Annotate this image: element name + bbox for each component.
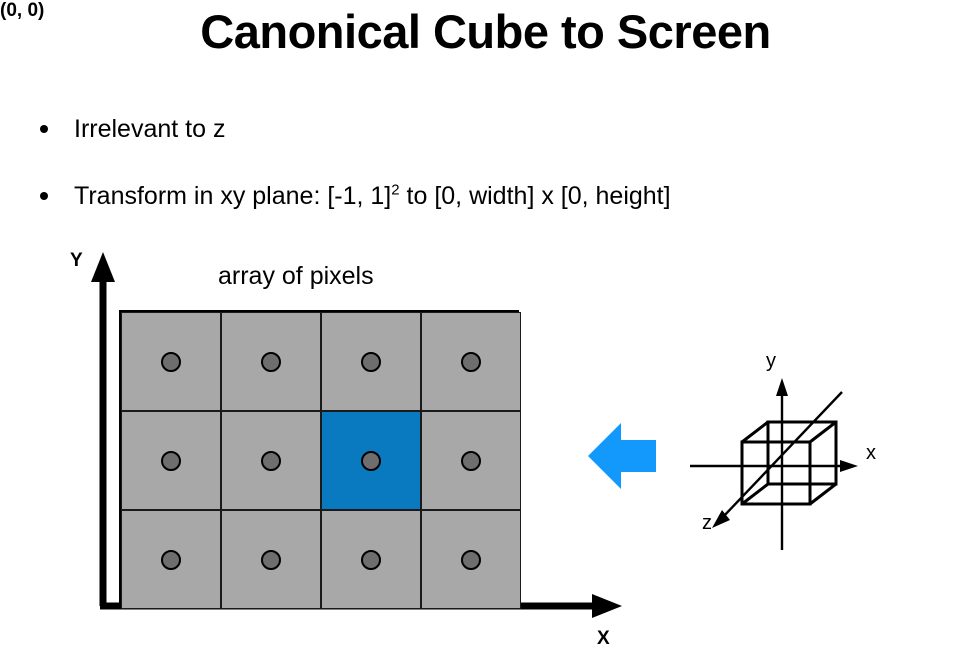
cube-y-axis-label: y [766, 350, 776, 372]
pixel-center-dot-icon [461, 549, 481, 570]
bullet-item-2: Transform in xy plane: [-1, 1]2 to [0, w… [36, 179, 936, 215]
pixel-cell[interactable] [421, 312, 521, 411]
cube-edge-bottom-left [741, 482, 769, 506]
x-axis-arrowhead-icon [592, 594, 622, 618]
pixel-cell[interactable] [121, 411, 221, 510]
pixel-cell[interactable] [421, 510, 521, 609]
bullet-text-2-after: to [0, width] x [0, height] [399, 182, 671, 210]
pixel-center-dot-icon [361, 450, 381, 471]
cube-axes-svg [690, 378, 858, 550]
y-axis-label: Y [70, 250, 83, 271]
pixel-cell[interactable] [221, 510, 321, 609]
bullet-text-2: Transform in xy plane: [-1, 1]2 to [0, w… [74, 179, 671, 213]
bullet-item-1: Irrelevant to z [36, 112, 936, 148]
pixel-center-dot-icon [361, 351, 381, 372]
pixel-center-dot-icon [261, 549, 281, 570]
cube-z-axis-label: z [702, 512, 712, 534]
pixel-cell[interactable] [121, 312, 221, 411]
pixel-center-dot-icon [161, 450, 181, 471]
canonical-cube-figure: y x z [680, 330, 930, 570]
pixel-cell[interactable] [321, 312, 421, 411]
pixel-cell[interactable] [121, 510, 221, 609]
array-of-pixels-caption: array of pixels [218, 262, 374, 290]
cube-edge-bottom-right [809, 482, 837, 506]
cube-x-axis-label: x [866, 442, 876, 464]
pixel-cell-selected[interactable] [321, 411, 421, 510]
pixel-center-dot-icon [461, 351, 481, 372]
cube-x-axis-arrowhead-icon [840, 460, 858, 472]
pixel-array-figure: Y X (0, 0) array of pixels [0, 0, 622, 649]
cube-edge-top-left [741, 420, 769, 444]
cube-back-face [766, 420, 838, 486]
left-arrow-shape [588, 423, 656, 489]
page-title: Canonical Cube to Screen [200, 5, 771, 58]
pixel-cell[interactable] [421, 411, 521, 510]
pixel-center-dot-icon [361, 549, 381, 570]
left-arrow-icon [588, 423, 656, 489]
cube-z-axis-arrowhead-icon [712, 510, 730, 528]
x-axis-label: X [597, 628, 610, 649]
origin-label: (0, 0) [0, 0, 45, 21]
cube-front-face [740, 440, 812, 506]
pixel-center-dot-icon [261, 351, 281, 372]
bullet-text-1: Irrelevant to z [74, 115, 226, 143]
bullet-text-2-superscript: 2 [391, 181, 400, 199]
pixel-grid [119, 310, 521, 609]
pixel-cell[interactable] [221, 312, 321, 411]
bullet-dot-icon [40, 125, 48, 133]
bullet-text-2-before: Transform in xy plane: [-1, 1] [74, 182, 392, 210]
pixel-center-dot-icon [461, 450, 481, 471]
cube-y-axis-arrowhead-icon [776, 378, 788, 396]
pixel-center-dot-icon [261, 450, 281, 471]
cube-edge-top-right [809, 420, 837, 444]
y-axis-arrowhead-icon [91, 252, 115, 282]
bullet-dot-icon [40, 192, 48, 200]
pixel-cell[interactable] [221, 411, 321, 510]
pixel-center-dot-icon [161, 549, 181, 570]
pixel-cell[interactable] [321, 510, 421, 609]
pixel-center-dot-icon [161, 351, 181, 372]
